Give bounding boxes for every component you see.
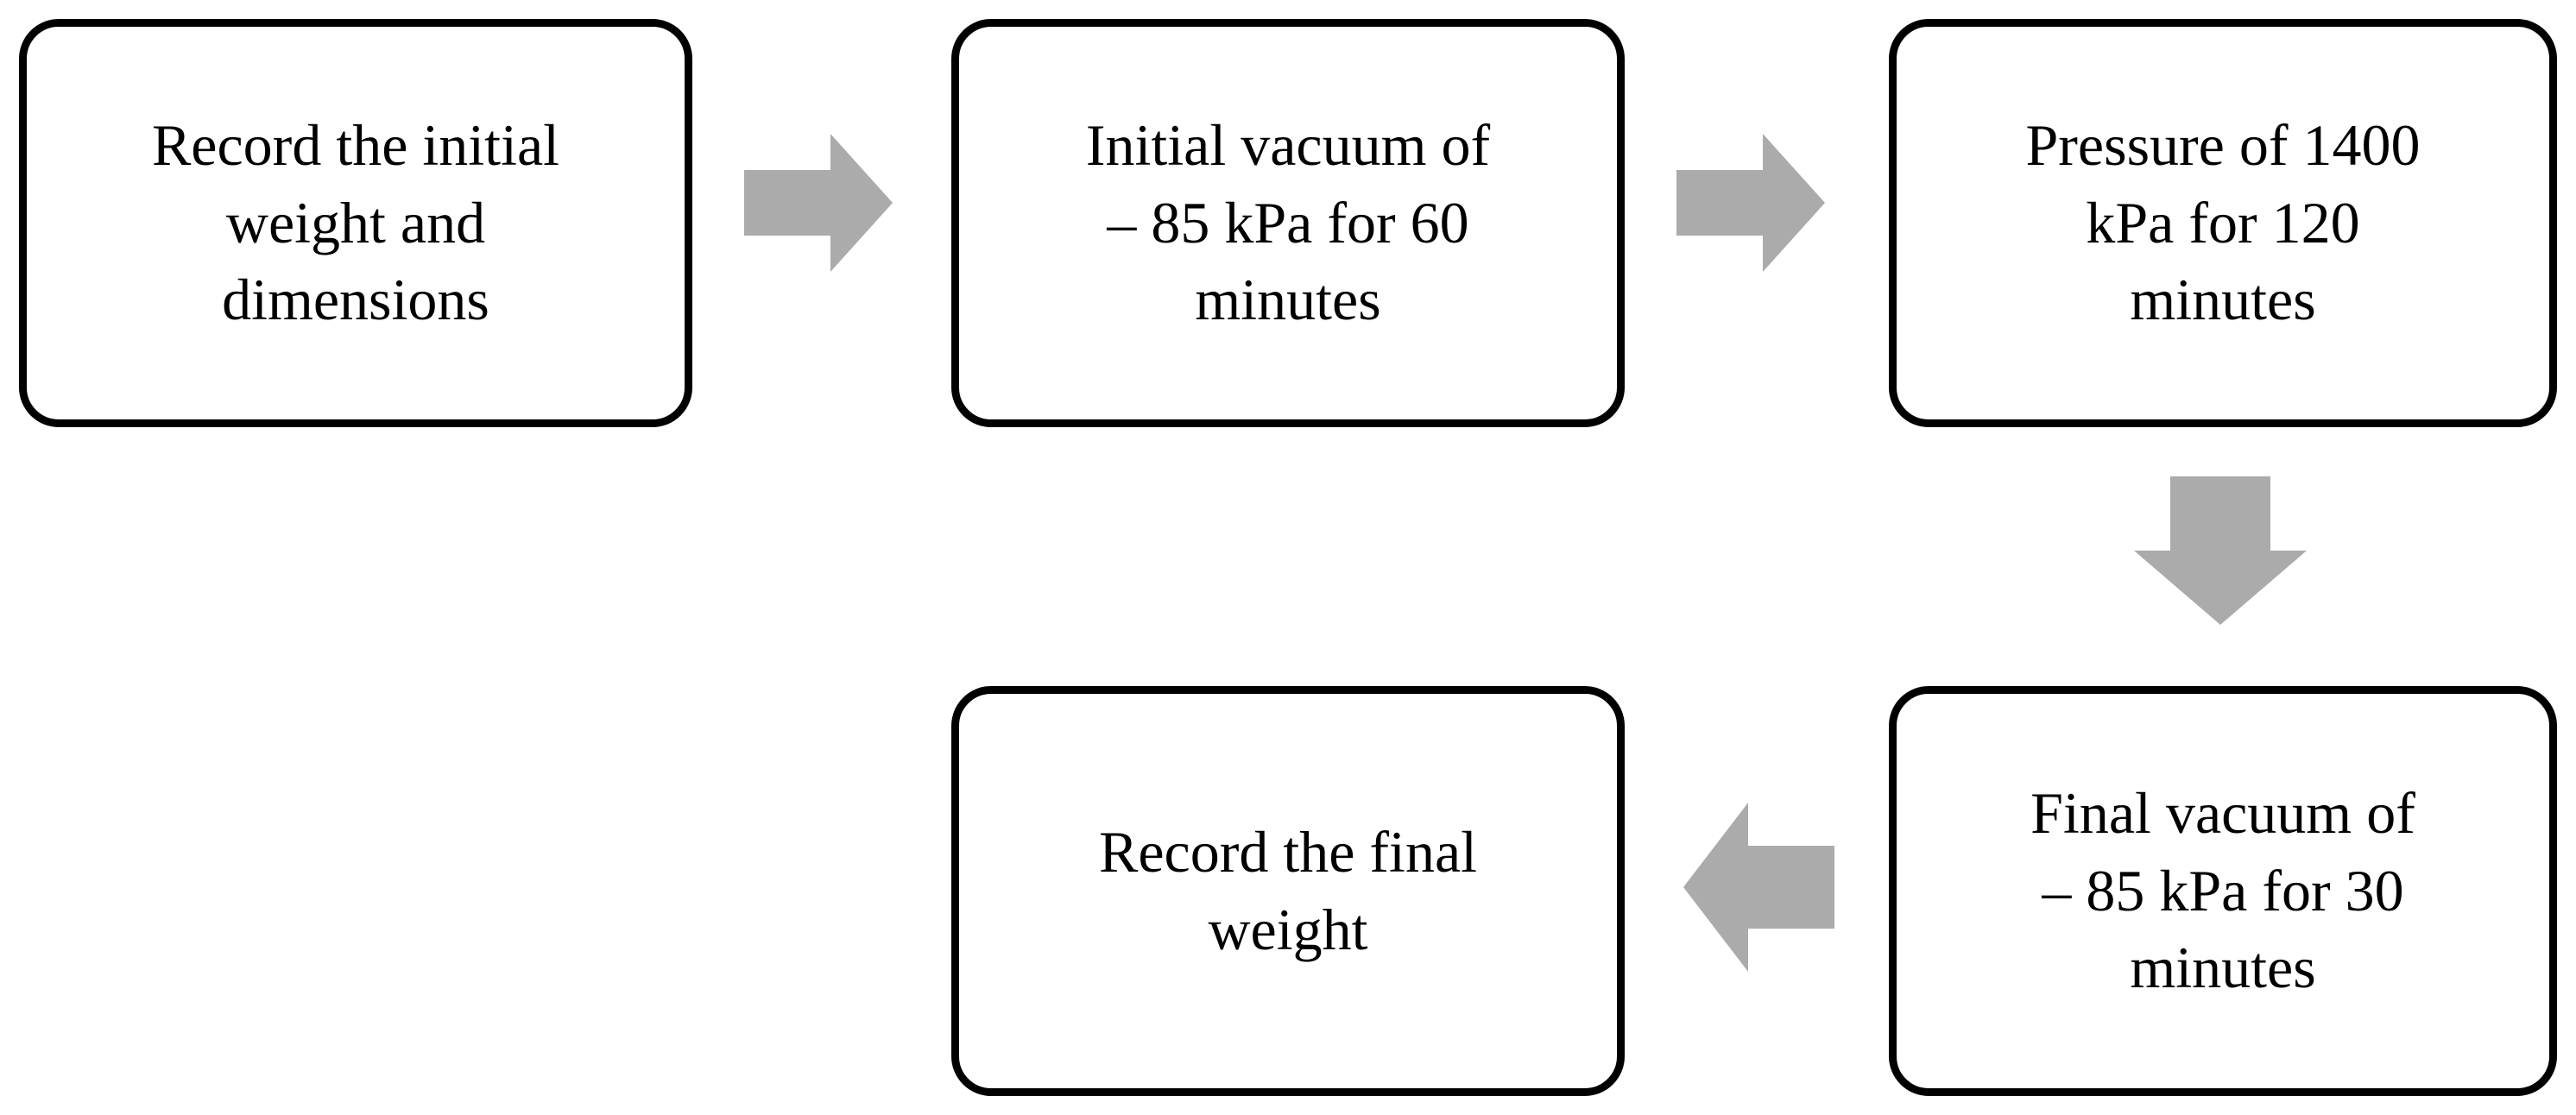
flowchart-node-final-vacuum[interactable]: Final vacuum of – 85 kPa for 30 minutes [1889,686,2557,1096]
arrow-down-icon [2134,476,2307,625]
arrow-left-icon [1683,803,1834,972]
arrow-right-icon [1676,134,1825,272]
flowchart-node-pressure[interactable]: Pressure of 1400 kPa for 120 minutes [1889,19,2557,427]
flowchart-node-label: Initial vacuum of – 85 kPa for 60 minute… [1085,111,1491,333]
flowchart-node-record-final[interactable]: Record the final weight [951,686,1625,1096]
flowchart-node-label: Record the initial weight and dimensions [151,111,560,333]
arrow-right-icon [744,134,893,272]
flowchart-node-label: Pressure of 1400 kPa for 120 minutes [2025,111,2421,333]
flowchart-node-label: Final vacuum of – 85 kPa for 30 minutes [2030,779,2415,1001]
flowchart-node-initial-vacuum[interactable]: Initial vacuum of – 85 kPa for 60 minute… [951,19,1625,427]
flowchart-node-label: Record the final weight [1098,818,1478,962]
flowchart-node-record-initial[interactable]: Record the initial weight and dimensions [19,19,692,427]
